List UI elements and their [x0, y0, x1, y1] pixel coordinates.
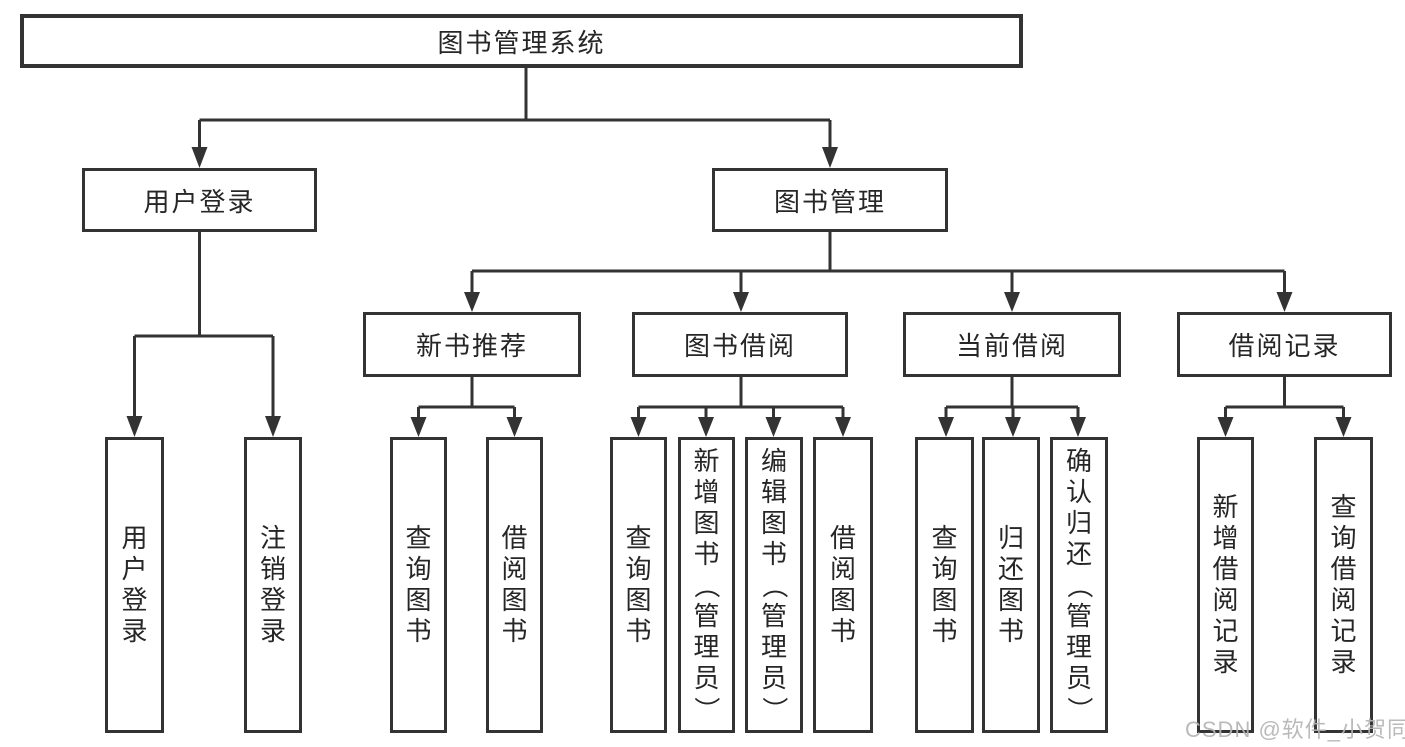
leaf-borrowing-borrow-books: 借阅图书: [813, 437, 873, 733]
leaf-records-query-borrow-record: 查询借阅记录: [1314, 437, 1373, 733]
node-book-management: 图书管理: [712, 168, 948, 232]
node-current-borrowing: 当前借阅: [903, 312, 1121, 377]
leaf-current-query-books: 查询图书: [915, 437, 974, 733]
leaf-user-login: 用户登录: [105, 437, 164, 733]
leaf-borrowing-query-books: 查询图书: [610, 437, 667, 733]
leaf-newbooks-query-books: 查询图书: [390, 437, 447, 733]
csdn-watermark: CSDN @软件_小贺同学: [1185, 717, 1405, 742]
leaf-logout: 注销登录: [244, 437, 302, 733]
node-new-book-recommend: 新书推荐: [363, 312, 581, 377]
node-book-borrowing: 图书借阅: [632, 312, 848, 377]
node-user-login: 用户登录: [82, 168, 317, 232]
leaf-records-add-borrow-record: 新增借阅记录: [1197, 437, 1254, 733]
leaf-newbooks-borrow-books: 借阅图书: [486, 437, 543, 733]
node-root: 图书管理系统: [20, 14, 1023, 68]
leaf-borrowing-add-books-admin: 新增图书（管理员）: [678, 437, 735, 733]
leaf-current-return-books: 归还图书: [982, 437, 1040, 733]
node-borrow-records: 借阅记录: [1177, 312, 1392, 377]
leaf-current-confirm-return-admin: 确认归还（管理员）: [1050, 437, 1108, 733]
leaf-borrowing-edit-books-admin: 编辑图书（管理员）: [745, 437, 803, 733]
